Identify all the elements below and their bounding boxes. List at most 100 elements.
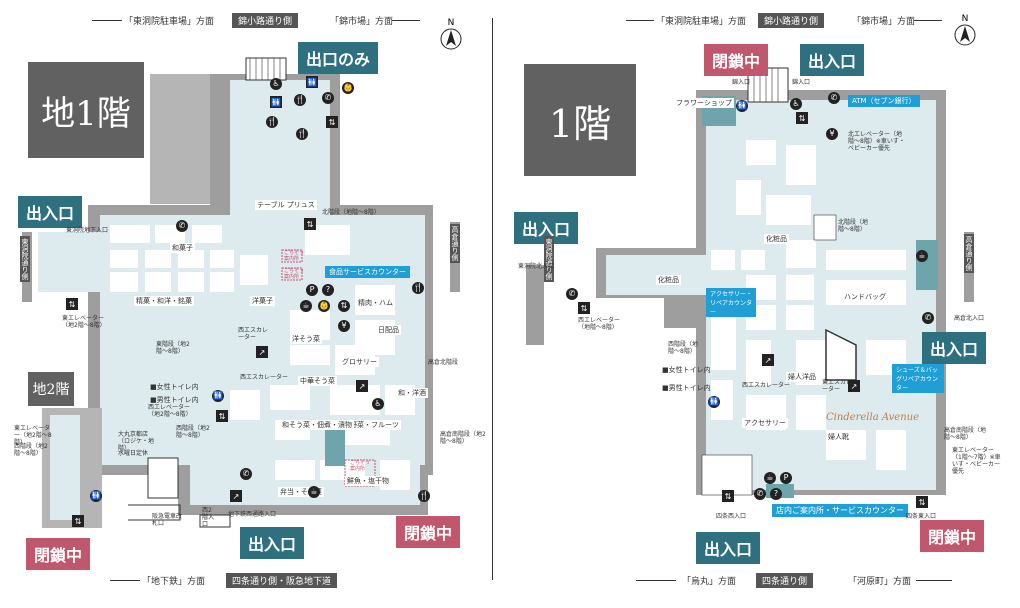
f1-west-esc: 西エスカレーター [742,382,791,389]
coffee-icon: ☕ [764,472,776,484]
f1-zone-fujin-yousou: 婦人洋品 [786,372,818,382]
b1-dir-top-left: 「東洞院駐車場」方面 [124,17,215,27]
b1-closed-label: 閉鎖中 [396,516,461,548]
elevator-icon: ⇅ [326,116,338,128]
phone-icon: ✆ [754,488,766,500]
coffee-icon: ☕ [300,300,312,312]
b1-zone-yousouzai: 洋そう菜 [290,334,322,344]
f1-street-top: 錦小路通り側 [758,13,825,28]
f1-dir-top-right: 「錦市場」方面 [852,17,916,27]
arrow-left-line [626,20,654,21]
b1-takakura-south: 高倉南階段（地2階〜8階） [440,431,486,445]
b1-zone-yougashi: 洋菓子 [250,296,275,306]
b1-subway-entrance: 地下鉄西通路入口 [228,511,277,518]
b1-gochiso-2: ごちそう 案内所 [284,268,305,280]
arrow-left-line [92,20,122,21]
f1-info-counter: 店内ご案内所・サービスカウンター [772,504,908,517]
b1-dir-top-right: 「錦市場」方面 [330,17,394,27]
f1-floor-label: 1階 [524,64,636,176]
f1-east-esc: 東エスカレーター [822,379,853,393]
f1-legend-women: ■女性トイレ内 [662,366,711,374]
f1-zone-keshohin-2: 化粧品 [656,275,681,285]
b2-floor-label: 地2階 [28,372,74,406]
b1-zone-wasouzai: 和そう菜・佃煮・漬物 [280,420,354,430]
escalator-icon: ↗ [256,346,268,358]
b1-west-esc-b: 西エスカレーター [240,374,289,381]
restroom-icon: 🚻 [306,76,318,88]
b1-zone-niku: 精肉・ハム [356,298,395,308]
elevator-icon: ⇅ [338,300,350,312]
babycare-icon: 👶 [342,82,354,94]
b2-stairs: 西階段（地2階〜8階） [14,443,48,457]
b1-street-right: 高倉通り側 [450,224,460,263]
f1-street-left: 東洞院通り側 [544,236,554,282]
elevator-icon: ⇅ [916,496,928,508]
f1-accessory-repair: アクセサリー・リペアカウンター [706,288,756,317]
atm-icon: ¥ [338,320,350,332]
f1-legend-men: ■男性トイレ内 [662,384,711,392]
phone-icon: ✆ [176,220,188,232]
b2-closed-label: 閉鎖中 [26,538,91,570]
f1-cinderella: Cinderella Avenue [826,412,920,423]
b2-elevator: 東エレベーター（地2階〜8階） [14,425,52,446]
b1-parking-notice: 阪急電車改札口 [152,513,183,527]
escalator-icon: ↗ [848,380,860,392]
b1-daimaru-shop: 大丸京都店（ロジケ・地階） [118,431,155,452]
coffee-icon: ☕ [916,250,928,262]
escalator-icon: ↗ [230,490,242,502]
b1-takakura-stairs: 高倉北階段 [428,359,459,366]
f1-shijo-east: 四条東入口 [906,513,937,520]
f1-dir-bottom-right: 「河原町」方面 [848,577,912,587]
b1-zone-wagashi: 和菓子 [170,243,195,253]
b1-zone-chuka: 中華そう菜 [298,376,337,386]
phone-icon: ✆ [922,312,934,324]
wheelchair-icon: ♿ [372,398,384,410]
f1-north-stairs: 北階段（地階〜8階） [838,219,869,233]
f1-takakura-north: 高倉北入口 [954,315,985,322]
f1-north-entrance-2: 錦入口 [792,79,811,86]
b1-floor-map: 「東洞院駐車場」方面 錦小路通り側 「錦市場」方面 N 地1階 [0,0,490,608]
restaurant-icon: 🍴 [418,490,430,502]
b1-zone-sweets: テーブル プリュス [255,200,317,210]
f1-west-stairs: 西階段（地階〜8階） [668,341,699,355]
restroom-icon: 🚻 [736,100,748,112]
f1-street-right: 高倉通り側 [964,234,974,273]
b1-east-stairs: 東階段（地2階〜8階） [156,341,190,355]
f1-entrance-bottom: 出入口 [696,532,761,564]
b1-zone-shuhin: 日配品 [376,325,401,335]
restroom-icon: 🚻 [212,390,224,402]
f1-zone-handbag: ハンドバッグ [842,292,888,302]
restroom-icon: 🚻 [708,396,720,408]
info-icon: ? [322,284,334,296]
restaurant-icon: 🍴 [296,128,308,140]
f1-east-entrance: 東洞院北入口 [518,263,555,270]
elevator-icon: ⇅ [796,112,808,124]
arrow-left-line [110,580,140,581]
restaurant-icon: 🍴 [266,116,278,128]
b1-zone-yasai: 野菜・フルーツ [348,420,401,430]
f1-north-elevator: 北エレベーター（地階〜8階）※車いす・ベビーカー優先 [848,131,905,152]
b1-west-elevator: 西エレベーター（地2階〜8階） [148,404,192,418]
f1-entrance-top: 出入口 [800,44,865,76]
phone-icon: ✆ [322,92,334,104]
f1-dir-top-left: 「東洞院駐車場」方面 [656,17,747,27]
f1-east-elevator: 東エレベーター（1階〜7階）※車いす・ベビーカー優先 [952,447,1001,475]
b1-legend-women: ■女性トイレ内 [150,383,199,391]
b1-entrance-bottom-label: 出入口 [240,527,305,559]
elevator-icon: ⇅ [722,490,734,502]
b1-east-elevator: 東エレベーター（地2階〜8階） [62,315,106,329]
f1-zone-keshohin-1: 化粧品 [764,234,789,244]
f1-floor-map: 「東洞院駐車場」方面 錦小路通り側 「錦市場」方面 N 1階 [496,0,1020,608]
escalator-icon: ↗ [356,380,368,392]
b1-dir-bottom-left: 「地下鉄」方面 [142,577,206,587]
north-arrow-icon: N [440,18,462,54]
coffee-icon: ☕ [308,486,320,498]
phone-icon: ✆ [240,468,252,480]
b1-higashitouin-entrance: 東洞院地下入口 [66,227,109,234]
north-arrow-icon: N [954,14,976,50]
escalator-icon: ↗ [762,354,774,366]
b1-west-stairs: 西階段（地2階〜8階） [176,425,210,439]
babycare-icon: 👶 [318,300,330,312]
f1-zone-flower: フラワーショップ [674,98,734,108]
b1-zone-grocery: グロサリー [340,357,379,367]
